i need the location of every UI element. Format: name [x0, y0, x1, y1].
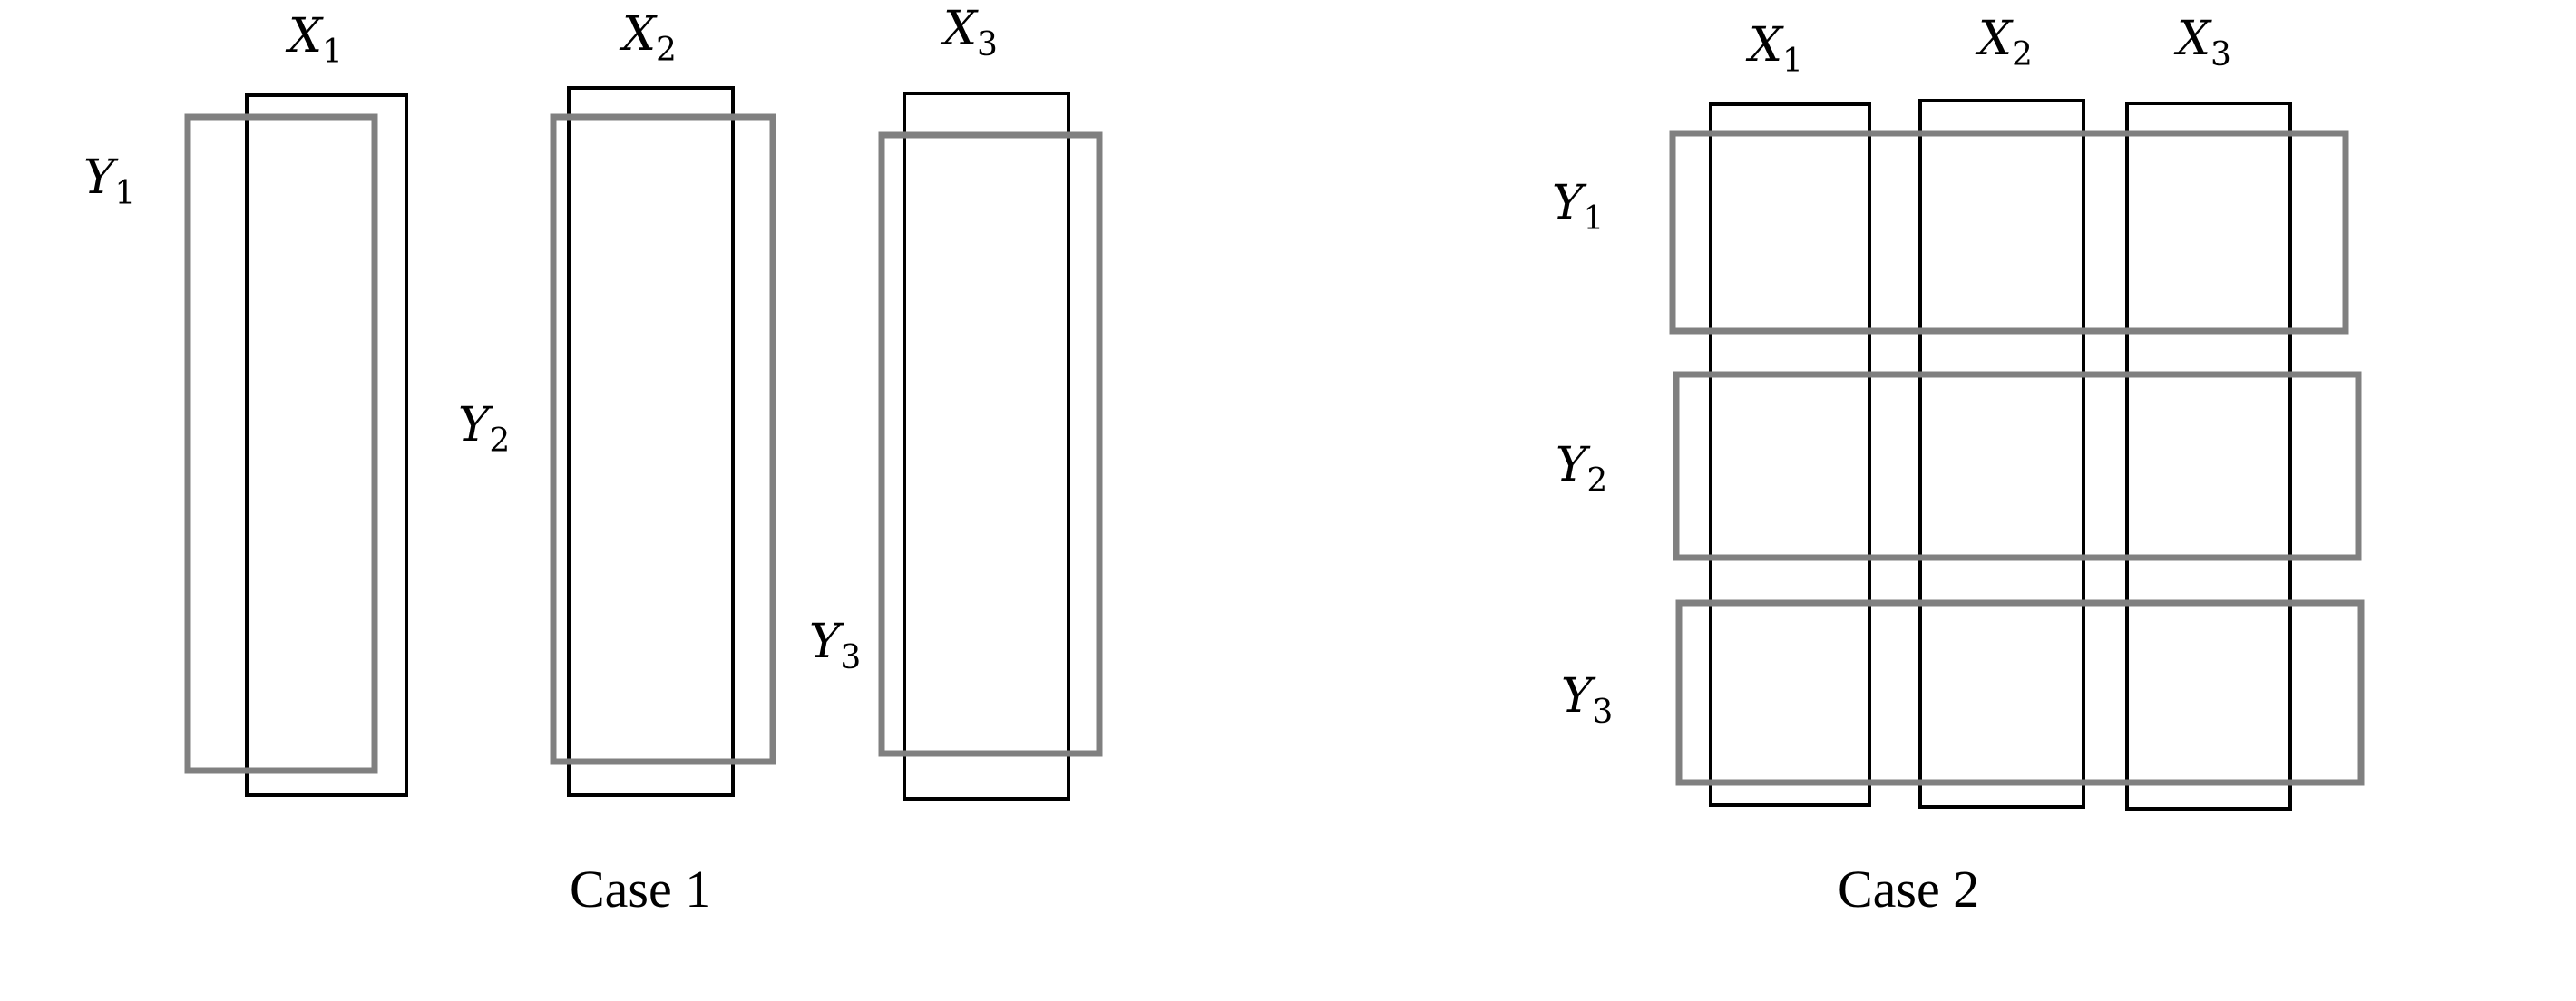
case1-y3-box [878, 131, 1103, 757]
case2-x1-label: X1 [1745, 18, 1803, 80]
case2-y1-box [1669, 130, 2349, 335]
case1-y1-label: Y1 [83, 151, 135, 212]
case2-x2-box [1918, 99, 2085, 809]
case1-x3-label: X3 [940, 2, 998, 63]
case1-y2-box [550, 113, 776, 765]
case1-panel: X1 X2 X3 Y1 Y2 Y3 Case 1 [83, 2, 1103, 918]
case2-y2-box [1673, 371, 2362, 561]
case2-x3-box [2125, 102, 2292, 811]
case2-caption: Case 2 [1838, 860, 1979, 918]
case2-panel: X1 X2 X3 Y1 Y2 Y3 Case 2 [1552, 12, 2365, 918]
case2-y2-label: Y2 [1556, 438, 1607, 500]
case1-y3-label: Y3 [809, 615, 861, 676]
case1-x2-label: X2 [619, 7, 677, 69]
case1-caption: Case 1 [570, 860, 711, 918]
case1-y2-label: Y2 [458, 398, 510, 460]
case2-y3-label: Y3 [1561, 669, 1613, 731]
case1-x1-label: X1 [285, 9, 343, 71]
case2-y1-label: Y1 [1552, 176, 1604, 238]
case2-x2-label: X2 [1975, 12, 2033, 73]
case1-y1-box [184, 113, 378, 774]
case1-x1-box [245, 93, 408, 797]
case2-x3-label: X3 [2173, 12, 2231, 73]
case2-x1-box [1709, 102, 1871, 807]
case2-y3-box [1675, 599, 2365, 786]
case1-x3-box [903, 92, 1070, 801]
case1-x2-box [567, 86, 735, 797]
